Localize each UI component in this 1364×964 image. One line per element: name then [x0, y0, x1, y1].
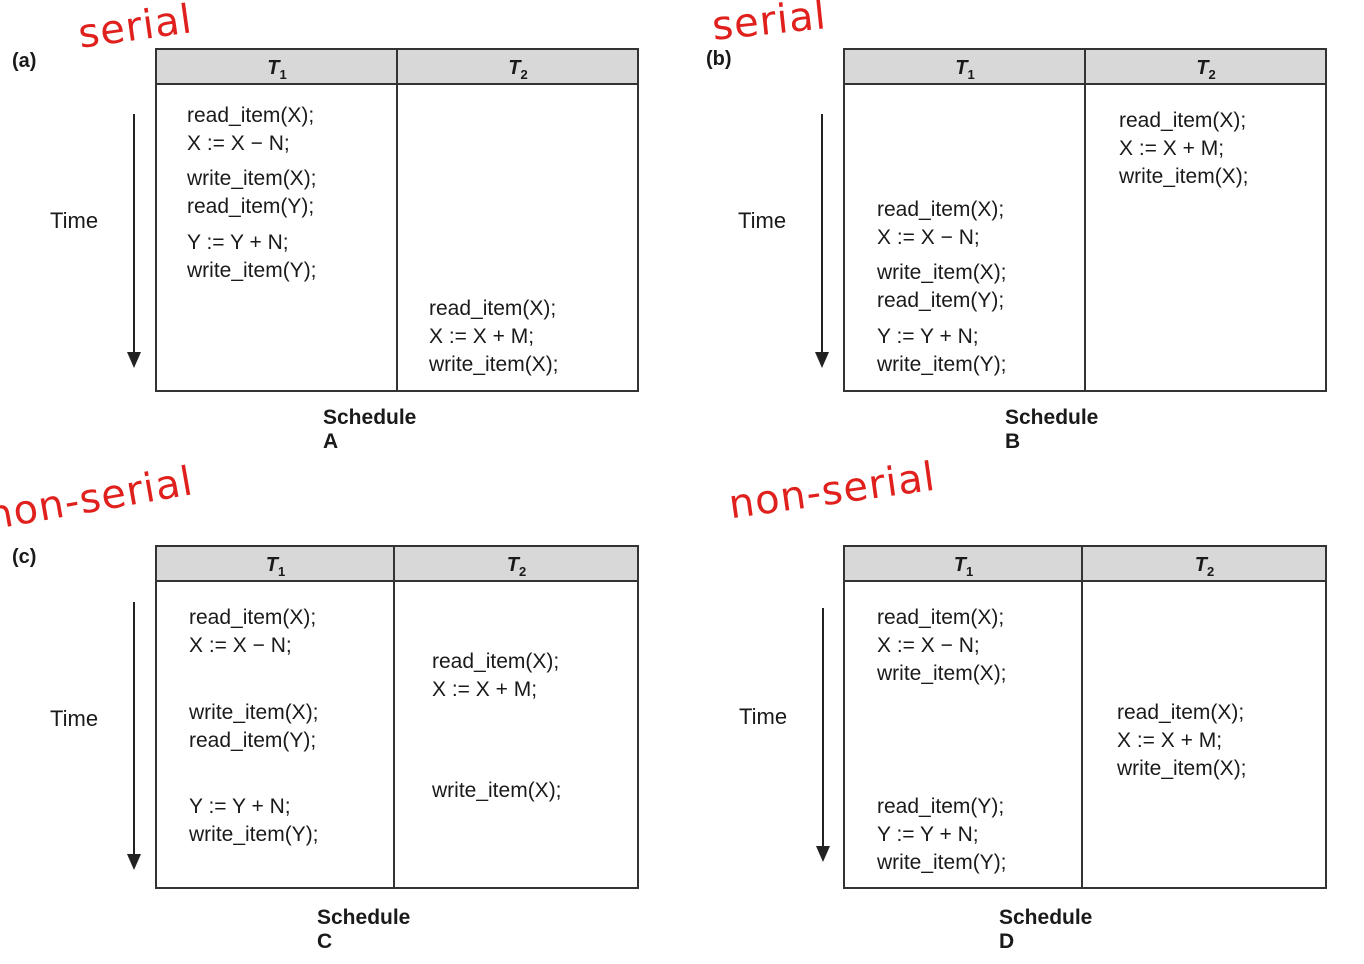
panel-letter-a: (a) — [12, 50, 37, 72]
t2-header: T2 — [1196, 57, 1216, 82]
schedule-c-table: T1 T2 read_item(X); X := X − N; read_ite… — [155, 545, 639, 889]
time-label-b: Time — [738, 208, 787, 233]
t1-header: T1 — [953, 554, 974, 579]
time-label-d: Time — [739, 704, 788, 729]
column-divider — [396, 50, 398, 390]
t2-op: read_item(X); — [1119, 109, 1247, 132]
schedule-b-table: T1 T2 read_item(X); X := X + M; write_it… — [843, 48, 1327, 392]
schedule-caption-a: Schedule A — [323, 406, 417, 453]
t2-op: X := X + M; — [429, 325, 535, 348]
table-header: T1 T2 — [845, 547, 1325, 582]
t2-op: write_item(X); — [1119, 165, 1249, 188]
t1-op: write_item(Y); — [189, 823, 319, 846]
t1-header: T1 — [267, 57, 287, 82]
non-serial-annotation-c: non-serial — [0, 458, 197, 540]
t1-op: write_item(X); — [877, 261, 1007, 284]
t1-op: read_item(Y); — [189, 729, 317, 752]
t2-op: read_item(X); — [432, 650, 560, 673]
time-label-c: Time — [50, 706, 99, 731]
t2-op: write_item(X); — [429, 353, 559, 376]
time-arrow-b — [815, 114, 829, 368]
serial-annotation-b: serial — [709, 0, 829, 50]
column-divider — [1081, 547, 1083, 887]
time-arrow-c — [127, 602, 141, 870]
t1-op: Y := Y + N; — [187, 231, 289, 254]
t2-op: X := X + M; — [1117, 729, 1223, 752]
t1-op: Y := Y + N; — [877, 325, 979, 348]
t1-op: read_item(X); — [189, 606, 317, 629]
t1-header: T1 — [265, 554, 286, 579]
t1-op: write_item(X); — [877, 662, 1007, 685]
t1-op: write_item(Y); — [187, 259, 317, 282]
t1-op: X := X − N; — [877, 226, 980, 249]
t1-op: read_item(X); — [877, 606, 1005, 629]
t2-op: read_item(X); — [429, 297, 557, 320]
t1-op: read_item(Y); — [877, 795, 1005, 818]
table-header: T1 T2 — [157, 547, 637, 582]
schedule-caption-d: Schedule D — [999, 906, 1093, 953]
schedule-d-table: T1 T2 read_item(X); X := X − N; write_it… — [843, 545, 1327, 889]
t1-op: read_item(Y); — [877, 289, 1005, 312]
t1-op: read_item(Y); — [187, 195, 315, 218]
column-divider — [393, 547, 395, 887]
non-serial-annotation-d: non-serial — [725, 453, 939, 529]
panel-letter-b: (b) — [706, 48, 732, 70]
t1-op: Y := Y + N; — [189, 795, 291, 818]
t2-header: T2 — [506, 554, 527, 579]
column-divider — [1084, 50, 1086, 390]
t1-op: write_item(Y); — [877, 353, 1007, 376]
t1-op: write_item(Y); — [877, 851, 1007, 874]
t1-op: write_item(X); — [189, 701, 319, 724]
schedule-caption-b: Schedule B — [1005, 406, 1099, 453]
t2-op: read_item(X); — [1117, 701, 1245, 724]
schedule-caption-c: Schedule C — [317, 906, 411, 953]
time-label-a: Time — [50, 208, 99, 233]
t1-op: Y := Y + N; — [877, 823, 979, 846]
t2-header: T2 — [508, 57, 528, 82]
panel-letter-c: (c) — [12, 546, 37, 568]
t1-op: read_item(X); — [187, 104, 315, 127]
time-arrow-d — [816, 608, 830, 862]
t2-header: T2 — [1194, 554, 1215, 579]
t1-op: read_item(X); — [877, 198, 1005, 221]
t1-op: X := X − N; — [187, 132, 290, 155]
t1-op: write_item(X); — [187, 167, 317, 190]
t2-op: write_item(X); — [432, 779, 562, 802]
t1-header: T1 — [955, 57, 975, 82]
t2-op: write_item(X); — [1117, 757, 1247, 780]
time-arrow-a — [127, 114, 141, 368]
schedule-a-table: T1 T2 read_item(X); X := X − N; write_it… — [155, 48, 639, 392]
t2-op: X := X + M; — [432, 678, 538, 701]
t1-op: X := X − N; — [189, 634, 292, 657]
t2-op: X := X + M; — [1119, 137, 1225, 160]
t1-op: X := X − N; — [877, 634, 980, 657]
